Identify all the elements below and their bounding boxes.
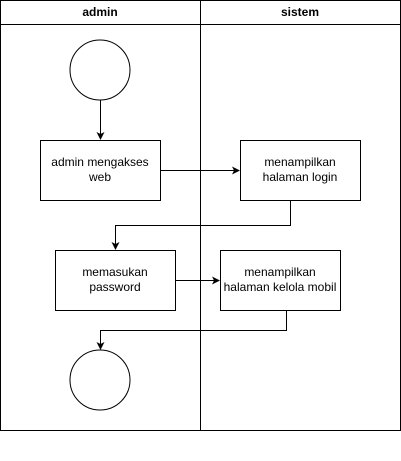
activity-show-car-page — [220, 250, 341, 311]
activity-enter-password — [55, 250, 176, 311]
activity-enter-password-line2: password — [89, 280, 140, 294]
activity-show-login — [240, 140, 361, 201]
end-node — [69, 349, 131, 411]
activity-admin-access — [40, 140, 161, 201]
activity-enter-password-line1: memasukan — [82, 265, 147, 279]
lane-title-sistem: sistem — [281, 5, 319, 19]
activity-show-login-line1: menampilkan — [264, 155, 335, 169]
activity-show-car-page-line1: menampilkan — [244, 265, 315, 279]
activity-admin-access-line1: admin mengakses — [51, 155, 148, 169]
edge-show-car-page-to-end — [96, 310, 287, 350]
activity-admin-access-line2: web — [88, 170, 111, 184]
edge-show-login-to-enter-password — [111, 200, 291, 250]
lane-title-admin: admin — [82, 5, 117, 19]
start-node — [69, 39, 131, 101]
activity-show-car-page-line2: halaman kelola mobil — [224, 280, 337, 294]
activity-show-login-line2: halaman login — [263, 170, 338, 184]
